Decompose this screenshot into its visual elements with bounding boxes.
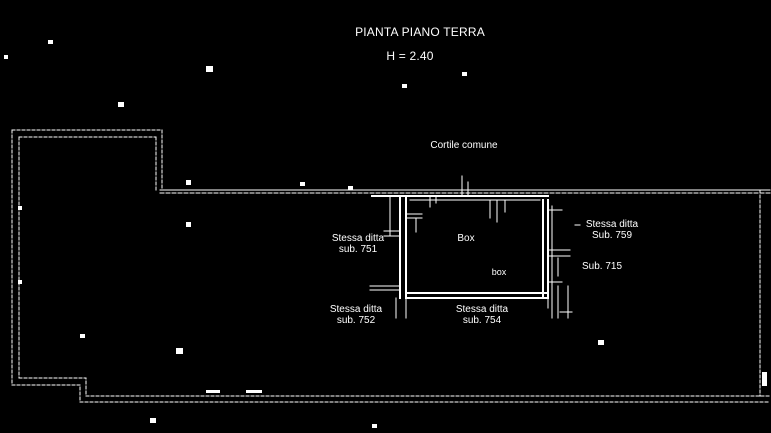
- neighbor-sub-751: Stessa ditta sub. 751: [318, 233, 398, 255]
- height-note: H = 2.40: [386, 49, 434, 63]
- neighbor-sub-754-owner: Stessa ditta: [455, 304, 509, 315]
- neighbor-sub-752-number: sub. 752: [336, 314, 376, 326]
- neighbor-sub-751-number: sub. 751: [338, 243, 378, 255]
- courtyard-label: Cortile comune: [430, 140, 498, 151]
- neighbor-sub-715: Sub. 715: [582, 261, 623, 272]
- scan-speck: [206, 390, 220, 393]
- scan-speck: [118, 102, 124, 107]
- scan-speck: [48, 40, 53, 44]
- scan-speck: [598, 340, 604, 345]
- room-tag: box: [491, 267, 507, 277]
- scan-speck: [348, 186, 353, 190]
- courtyard-line: [159, 189, 771, 194]
- scan-speck: [402, 84, 407, 88]
- scan-speck: [176, 348, 183, 354]
- scan-speck: [4, 55, 8, 59]
- neighbor-sub-752: Stessa ditta sub. 752: [316, 304, 396, 326]
- scan-speck: [300, 182, 305, 186]
- scan-speck: [80, 334, 85, 338]
- scan-speck: [246, 390, 262, 393]
- scan-speck: [206, 66, 213, 72]
- scan-speck: [18, 206, 22, 210]
- neighbor-sub-751-owner: Stessa ditta: [331, 233, 385, 244]
- neighbor-sub-754-number: sub. 754: [462, 314, 502, 326]
- scan-speck: [150, 418, 156, 423]
- scan-speck: [762, 372, 767, 386]
- scan-speck: [186, 222, 191, 227]
- scan-speck: [372, 424, 377, 428]
- wall-details: [369, 175, 581, 319]
- neighbor-sub-752-owner: Stessa ditta: [329, 304, 383, 315]
- neighbor-sub-759-number: Sub. 759: [591, 229, 633, 241]
- scan-speck: [186, 180, 191, 185]
- box-label: Box: [457, 233, 475, 244]
- neighbor-sub-759-owner: Stessa ditta: [585, 219, 639, 230]
- neighbor-sub-754: Stessa ditta sub. 754: [440, 304, 524, 326]
- scan-speck: [18, 280, 22, 284]
- scan-speck: [462, 72, 467, 76]
- box-walls: [371, 195, 549, 299]
- neighbor-sub-759: Stessa ditta Sub. 759: [574, 219, 650, 241]
- site-boundary: [11, 129, 771, 403]
- drawing-title: PIANTA PIANO TERRA: [355, 25, 485, 39]
